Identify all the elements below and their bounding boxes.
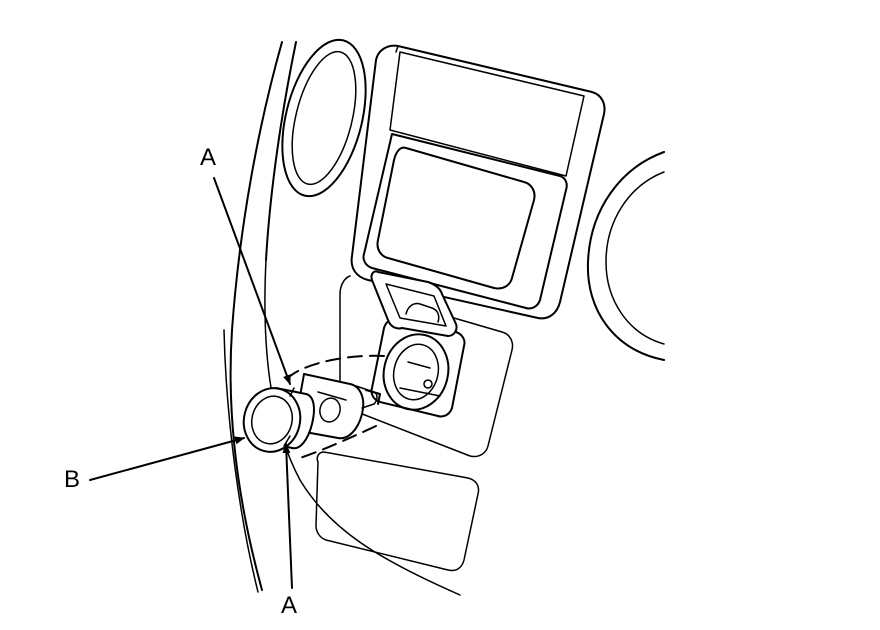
center-screen [376,146,536,290]
left-air-vent [281,38,367,198]
leader-line-a-bottom [282,443,293,589]
callout-b: B [64,466,81,493]
socket-recess-panel [339,275,514,458]
dashboard-panel [223,41,461,596]
right-gauge-cluster [586,151,665,361]
callout-a-bottom: A [281,592,298,619]
leader-line-a-top [213,177,291,385]
lower-storage-compartment [315,451,480,572]
center-display-bezel [350,44,606,320]
accessory-socket [370,318,466,418]
installation-path [287,354,385,459]
removed-socket-unit [242,373,381,453]
socket-lid [370,270,458,337]
callout-a-top: A [200,144,217,171]
leader-line-b [89,436,245,481]
